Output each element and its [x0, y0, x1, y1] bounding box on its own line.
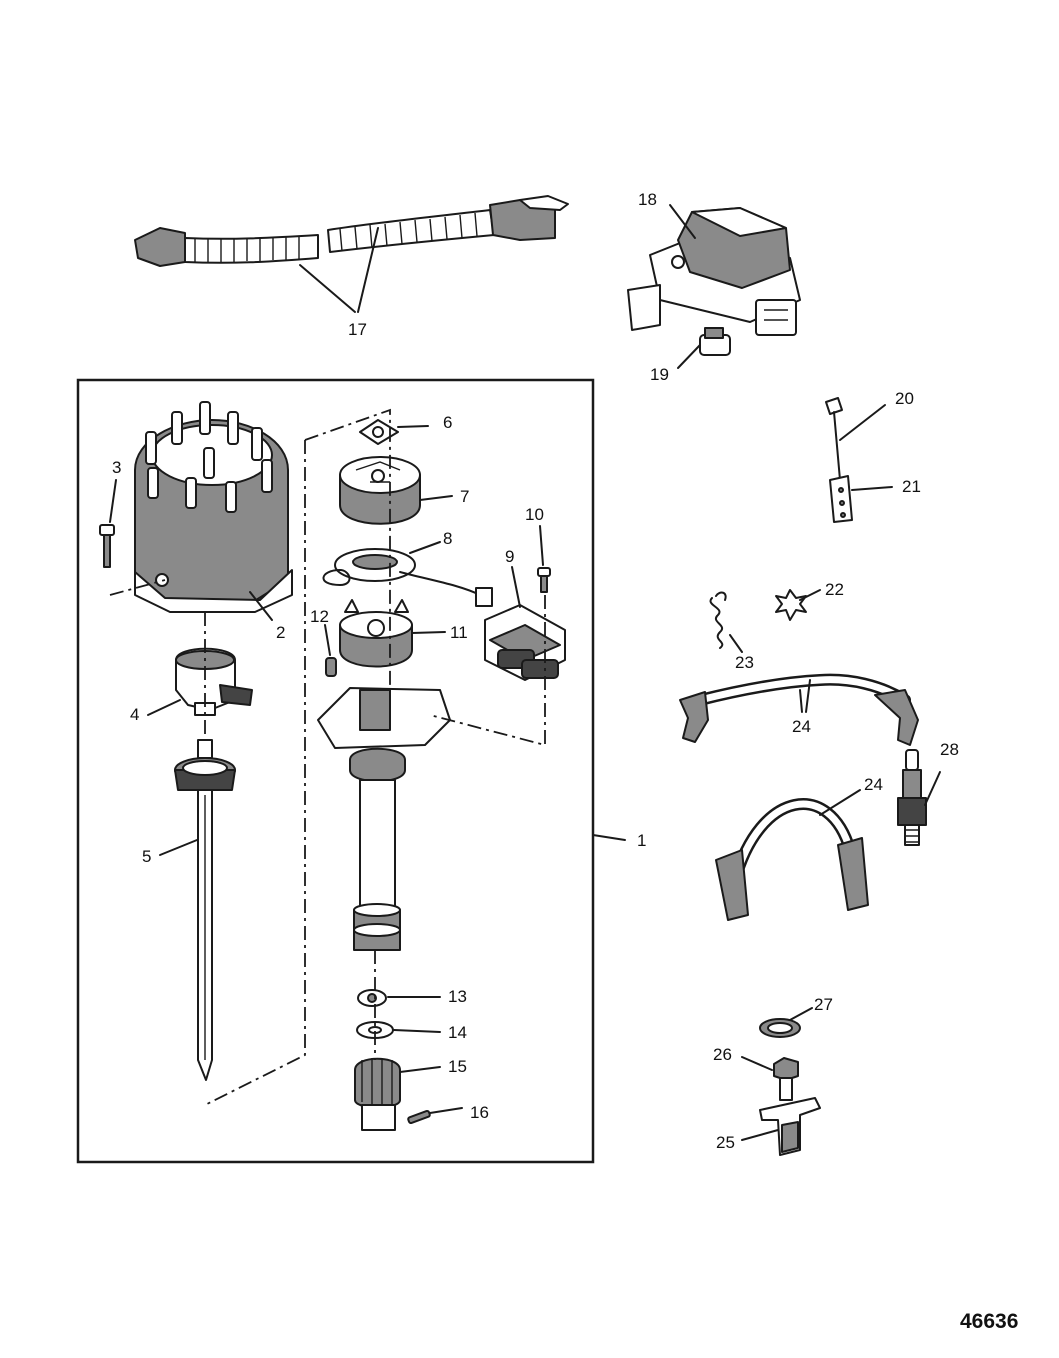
gasket — [359, 419, 399, 445]
leader-11 — [411, 631, 446, 634]
figure-number: 46636 — [960, 1310, 1018, 1333]
leader-23 — [729, 634, 743, 653]
leader-5 — [159, 839, 198, 856]
callout-17: 17 — [348, 320, 367, 339]
callout-2: 2 — [276, 623, 285, 642]
gear-roll-pin — [407, 1109, 431, 1125]
callout-12: 12 — [310, 607, 329, 626]
wiring-harness — [134, 195, 569, 267]
callout-28: 28 — [940, 740, 959, 759]
callout-6: 6 — [443, 413, 452, 432]
leader-21 — [851, 486, 893, 491]
callout-5: 5 — [142, 847, 151, 866]
callout-7: 7 — [460, 487, 469, 506]
callout-23: 23 — [735, 653, 754, 672]
callout-25: 25 — [716, 1133, 735, 1152]
leader-25 — [741, 1129, 779, 1141]
ignition-module — [484, 604, 566, 681]
leader-16 — [429, 1107, 463, 1114]
callout-13: 13 — [448, 987, 467, 1006]
callout-11: 11 — [450, 623, 468, 642]
callout-22: 22 — [825, 580, 844, 599]
callout-15: 15 — [448, 1057, 467, 1076]
leader-14 — [393, 1029, 441, 1033]
distributor-cap — [134, 401, 293, 613]
callout-9: 9 — [505, 547, 514, 566]
leader-8 — [409, 541, 441, 554]
leader-7 — [419, 495, 453, 501]
leader-2 — [249, 591, 273, 621]
callout-10: 10 — [525, 505, 544, 524]
callout-1: 1 — [637, 831, 646, 850]
callout-8: 8 — [443, 529, 452, 548]
cap-hold-down-screw — [99, 524, 115, 568]
hold-down-clamp — [759, 1097, 821, 1156]
callout-16: 16 — [470, 1103, 489, 1122]
pickup-coil — [322, 548, 493, 607]
leader-19 — [677, 344, 701, 369]
callout-18: 18 — [638, 190, 657, 209]
callout-3: 3 — [112, 458, 121, 477]
spark-plug-wire-looped — [715, 798, 869, 921]
rotor-cover — [339, 456, 421, 525]
alignment-lines — [109, 408, 546, 1106]
o-ring — [759, 1018, 801, 1038]
leader-24a-1 — [799, 689, 803, 713]
spring-clip — [709, 591, 727, 649]
leader-3 — [109, 479, 117, 523]
leader-18 — [669, 204, 696, 239]
cap-adapter — [175, 647, 253, 716]
hold-down-bolt — [773, 1057, 799, 1101]
callout-24-lower: 24 — [864, 775, 883, 794]
leader-4 — [147, 699, 181, 716]
leader-15 — [399, 1066, 441, 1073]
drive-gear — [354, 1057, 401, 1131]
leader-12 — [324, 624, 331, 656]
leader-22 — [799, 589, 821, 601]
coil-mounting-screw — [699, 327, 731, 356]
spark-plug-wire-straight — [679, 673, 919, 746]
leader-10 — [539, 525, 544, 566]
callout-21: 21 — [902, 477, 921, 496]
leader-28 — [924, 771, 941, 806]
module-screw — [537, 567, 551, 593]
distributor-housing — [317, 687, 451, 951]
leader-26 — [741, 1056, 773, 1071]
leader-6 — [397, 425, 429, 428]
callout-27: 27 — [814, 995, 833, 1014]
leader-17b — [357, 227, 379, 313]
star-washer — [775, 589, 807, 621]
callout-14: 14 — [448, 1023, 467, 1042]
pole-piece — [339, 599, 413, 668]
leader-9 — [511, 566, 521, 608]
thrust-washer — [357, 989, 387, 1007]
callout-24-upper: 24 — [792, 717, 811, 736]
callout-19: 19 — [650, 365, 669, 384]
callout-4: 4 — [130, 705, 139, 724]
leader-1 — [592, 834, 626, 841]
distributor-assembly-frame — [76, 378, 595, 1164]
retaining-pin — [325, 657, 337, 677]
ground-strap — [825, 397, 853, 523]
distributor-shaft — [174, 739, 236, 1081]
leader-24b — [819, 789, 861, 816]
leader-20 — [839, 404, 886, 441]
spark-plug — [897, 749, 927, 846]
leader-27 — [789, 1007, 813, 1021]
callout-20: 20 — [895, 389, 914, 408]
leader-17a — [299, 264, 356, 313]
leader-24a-2 — [805, 679, 811, 713]
callout-26: 26 — [713, 1045, 732, 1064]
ignition-coil — [627, 207, 801, 336]
